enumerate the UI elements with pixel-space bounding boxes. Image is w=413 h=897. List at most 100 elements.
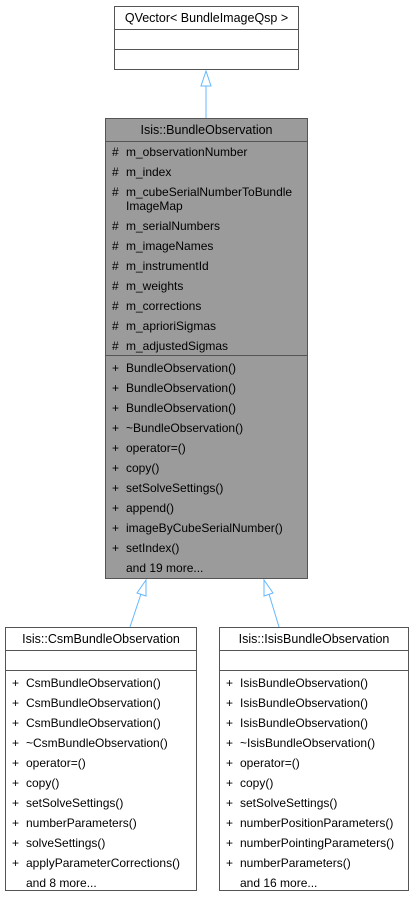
member-name: and 8 more... <box>26 876 97 890</box>
link-isis-to-bundle <box>268 593 280 628</box>
attribute-row[interactable]: #m_imageNames <box>112 239 307 253</box>
member-name: copy() <box>26 776 60 790</box>
attribute-row[interactable]: #m_instrumentId <box>112 259 307 273</box>
member-name: applyParameterCorrections() <box>26 856 181 870</box>
visibility-symbol: + <box>12 676 20 690</box>
attribute-row[interactable]: # m_corrections <box>112 299 307 313</box>
member-name: m_instrumentId <box>126 259 209 273</box>
visibility-symbol: + <box>112 441 120 455</box>
member-name: ~IsisBundleObservation() <box>240 736 376 750</box>
member-name: and 19 more... <box>126 561 204 575</box>
method-row[interactable]: +BundleObservation() <box>112 381 307 395</box>
attribute-row[interactable]: #m_serialNumbers <box>112 219 307 233</box>
member-name: setIndex() <box>126 541 180 555</box>
class-box-isis-bundle-observation[interactable]: Isis::IsisBundleObservation +IsisBundleO… <box>219 627 409 891</box>
method-row[interactable]: + setSolveSettings() <box>112 481 307 495</box>
member-name: setSolveSettings() <box>240 796 338 810</box>
method-row[interactable]: +copy() <box>112 461 307 475</box>
method-row[interactable]: and 8 more... <box>12 876 196 890</box>
method-row[interactable]: +numberParameters() <box>226 856 408 870</box>
arrowhead-bundle-left <box>136 578 147 597</box>
method-row[interactable]: +operator=() <box>226 756 408 770</box>
visibility-symbol: # <box>112 339 119 353</box>
visibility-symbol: + <box>226 736 234 750</box>
member-name: m_index <box>126 165 172 179</box>
arrowhead-bundle-right <box>263 578 274 597</box>
method-row[interactable]: +setIndex() <box>112 541 307 555</box>
member-name: copy() <box>126 461 160 475</box>
class-box-csm-bundle-observation[interactable]: Isis::CsmBundleObservation +CsmBundleObs… <box>5 627 197 891</box>
method-row[interactable]: +IsisBundleObservation() <box>226 676 408 690</box>
visibility-symbol: + <box>226 776 234 790</box>
method-row[interactable]: +solveSettings() <box>12 836 196 850</box>
attributes-section <box>6 651 196 671</box>
method-row[interactable]: + ~IsisBundleObservation() <box>226 736 408 750</box>
method-row[interactable]: +operator=() <box>112 441 307 455</box>
method-row[interactable]: +copy() <box>12 776 196 790</box>
attribute-row[interactable]: #m_adjustedSigmas <box>112 339 307 353</box>
method-row[interactable]: +BundleObservation() <box>112 401 307 415</box>
method-row[interactable]: +IsisBundleObservation() <box>226 716 408 730</box>
member-name: ~BundleObservation() <box>126 421 244 435</box>
attributes-section: #m_observationNumber # m_index #m_cubeSeria… <box>106 142 307 356</box>
member-name: imageByCubeSerialNumber() <box>126 521 283 535</box>
class-title: Isis::IsisBundleObservation <box>220 628 408 651</box>
methods-section: +IsisBundleObservation() +IsisBundleObser… <box>220 671 408 890</box>
attribute-row[interactable]: # m_index <box>112 165 307 179</box>
class-box-qvector[interactable]: QVector< BundleImageQsp > <box>114 6 299 70</box>
class-title: Isis::CsmBundleObservation <box>6 628 196 651</box>
member-name: m_aprioriSigmas <box>126 319 217 333</box>
method-row[interactable]: + applyParameterCorrections() <box>12 856 196 870</box>
visibility-symbol: + <box>12 836 20 850</box>
arrowhead-qvector <box>200 69 212 87</box>
method-row[interactable]: +operator=() <box>12 756 196 770</box>
method-row[interactable]: +numberParameters() <box>12 816 196 830</box>
member-name: m_imageNames <box>126 239 214 253</box>
visibility-symbol: + <box>112 421 120 435</box>
visibility-symbol: + <box>112 401 120 415</box>
member-name: m_weights <box>126 279 184 293</box>
attribute-row[interactable]: #m_aprioriSigmas <box>112 319 307 333</box>
method-row[interactable]: +~CsmBundleObservation() <box>12 736 196 750</box>
member-name: copy() <box>240 776 274 790</box>
member-name: setSolveSettings() <box>26 796 124 810</box>
visibility-symbol: + <box>12 696 20 710</box>
attribute-row[interactable]: # m_weights <box>112 279 307 293</box>
visibility-symbol: + <box>12 716 20 730</box>
link-csm-to-bundle <box>129 593 142 628</box>
method-row[interactable]: +numberPositionParameters() <box>226 816 408 830</box>
method-row[interactable]: +append() <box>112 501 307 515</box>
method-row[interactable]: +CsmBundleObservation() <box>12 696 196 710</box>
method-row[interactable]: + copy() <box>226 776 408 790</box>
member-name: setSolveSettings() <box>126 481 224 495</box>
method-row[interactable]: +imageByCubeSerialNumber() <box>112 521 307 535</box>
visibility-symbol: # <box>112 299 119 313</box>
visibility-symbol: # <box>112 279 119 293</box>
method-row[interactable]: +IsisBundleObservation() <box>226 696 408 710</box>
method-row[interactable]: + setSolveSettings() <box>226 796 408 810</box>
visibility-symbol: + <box>12 756 20 770</box>
visibility-symbol: + <box>226 796 234 810</box>
visibility-symbol: + <box>12 796 20 810</box>
visibility-symbol: + <box>226 696 234 710</box>
method-row[interactable]: + ~BundleObservation() <box>112 421 307 435</box>
method-row[interactable]: +CsmBundleObservation() <box>12 676 196 690</box>
method-row[interactable]: and 16 more... <box>226 876 408 890</box>
method-row[interactable]: +numberPointingParameters() <box>226 836 408 850</box>
method-row[interactable]: +BundleObservation() <box>112 361 307 375</box>
attribute-row[interactable]: #m_observationNumber <box>112 145 307 159</box>
class-box-bundle-observation[interactable]: Isis::BundleObservation #m_observationNu… <box>105 118 308 579</box>
method-row[interactable]: and 19 more... <box>112 561 307 575</box>
attributes-section <box>220 651 408 671</box>
visibility-symbol: + <box>12 856 20 870</box>
member-name: CsmBundleObservation() <box>26 716 161 730</box>
visibility-symbol: + <box>226 676 234 690</box>
member-name-continued: ImageMap <box>126 199 183 213</box>
method-row[interactable]: + setSolveSettings() <box>12 796 196 810</box>
visibility-symbol: # <box>112 165 119 179</box>
visibility-symbol: + <box>226 816 234 830</box>
visibility-symbol: + <box>112 481 120 495</box>
method-row[interactable]: + CsmBundleObservation() <box>12 716 196 730</box>
member-name: m_corrections <box>126 299 202 313</box>
